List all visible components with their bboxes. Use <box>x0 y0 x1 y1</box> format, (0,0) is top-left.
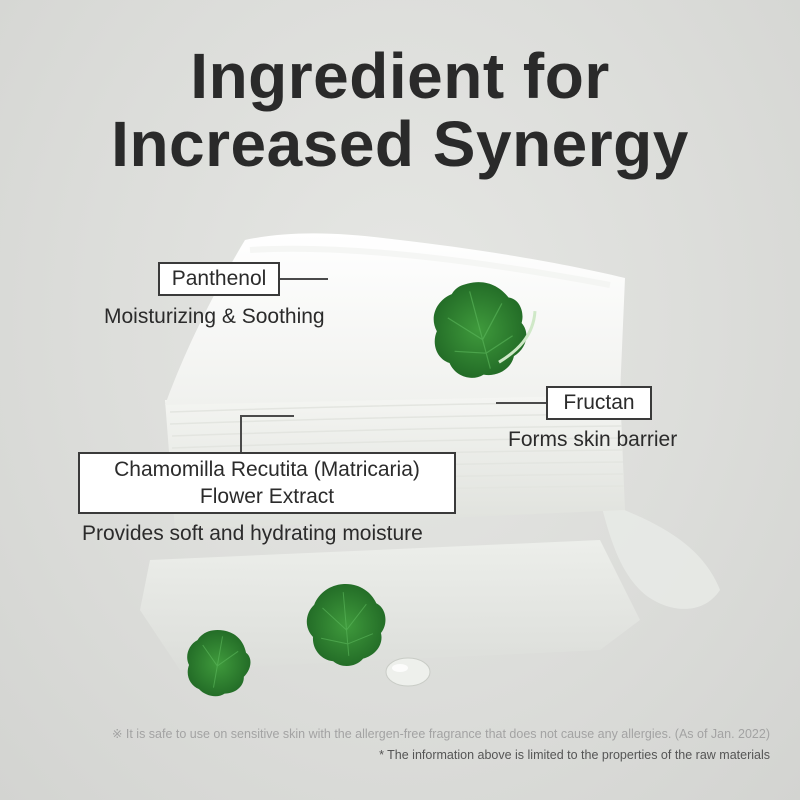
panthenol-leader-line <box>280 278 328 280</box>
pad-reflection <box>140 540 640 670</box>
page-title: Ingredient for Increased Synergy <box>0 42 800 178</box>
ingredient-label-chamomilla-line-1: Chamomilla Recutita (Matricaria) <box>114 458 420 481</box>
fructan-leader-line <box>496 402 546 404</box>
page-title-line-2: Increased Synergy <box>111 108 689 180</box>
ingredient-description-chamomilla: Provides soft and hydrating moisture <box>82 522 423 545</box>
chamomilla-leader-line-horizontal <box>240 415 294 417</box>
page-title-line-1: Ingredient for <box>190 40 610 112</box>
water-splash <box>600 500 720 609</box>
ingredient-description-fructan: Forms skin barrier <box>508 428 678 451</box>
leaf-top <box>433 282 537 378</box>
leaf-bottom-left <box>187 629 251 697</box>
ingredient-label-panthenol: Panthenol <box>158 262 280 296</box>
leaf-bottom-center <box>306 584 386 666</box>
water-droplet <box>385 657 431 687</box>
ingredient-description-panthenol: Moisturizing & Soothing <box>104 305 325 328</box>
ingredient-label-chamomilla: Chamomilla Recutita (Matricaria) Flower … <box>78 452 456 514</box>
footnote-raw-materials: * The information above is limited to th… <box>379 748 770 762</box>
footnote-allergen: ※ It is safe to use on sensitive skin wi… <box>111 727 770 741</box>
ingredient-label-chamomilla-line-2: Flower Extract <box>199 485 335 508</box>
water-droplet <box>392 664 408 672</box>
ingredient-label-fructan: Fructan <box>546 386 652 420</box>
chamomilla-leader-line-vertical <box>240 415 242 453</box>
